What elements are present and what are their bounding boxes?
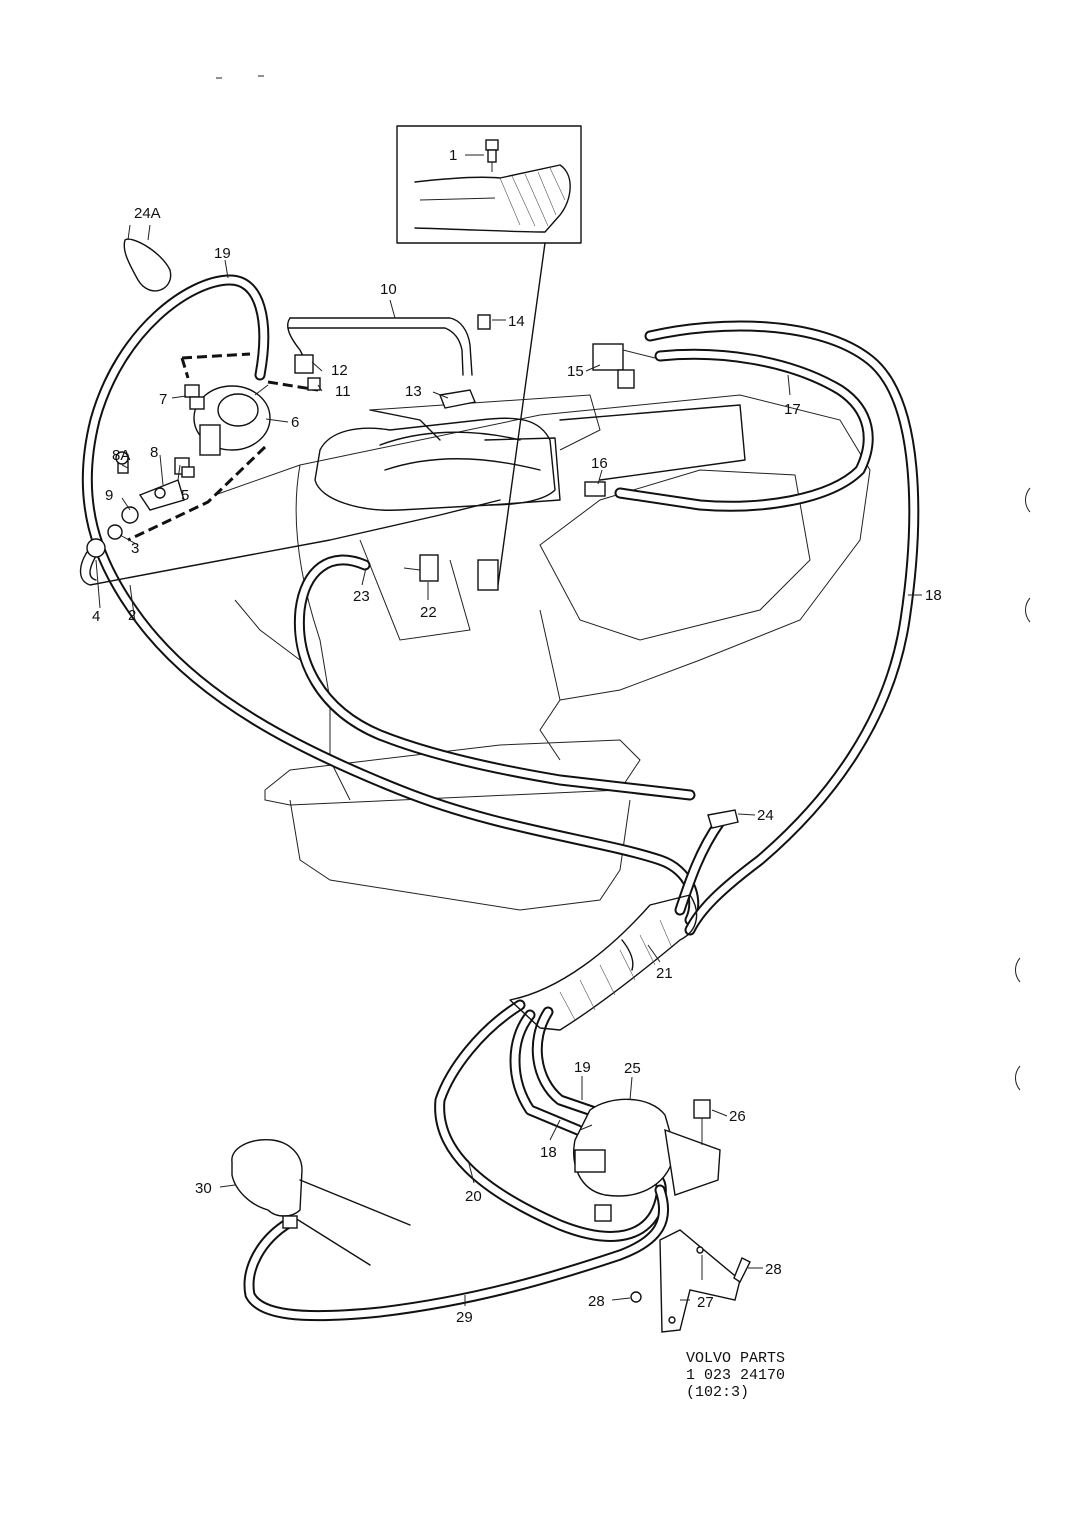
label-21: 21 [656, 965, 673, 982]
label-28-left: 28 [588, 1293, 605, 1310]
label-10: 10 [380, 281, 397, 298]
hoses [79, 274, 920, 1322]
bolt-26 [693, 1099, 711, 1119]
intake-part-30 [231, 1139, 411, 1266]
label-26: 26 [729, 1108, 746, 1125]
valve-assembly-part-25 [573, 1098, 721, 1222]
label-12: 12 [331, 362, 348, 379]
label-8: 8 [150, 444, 158, 461]
label-9: 9 [105, 487, 113, 504]
bracket-part-27 [630, 1229, 751, 1333]
label-11: 11 [335, 383, 351, 400]
fitting-7 [184, 384, 200, 398]
label-19-upper: 19 [214, 245, 231, 262]
label-27: 27 [697, 1294, 714, 1311]
bolt-14 [477, 314, 491, 330]
label-4: 4 [92, 608, 100, 625]
engine-block-outline [214, 394, 871, 911]
label-1: 1 [449, 147, 457, 164]
label-5: 5 [181, 487, 189, 504]
dashed-connection [127, 352, 319, 542]
sensor-part-15 [592, 343, 656, 389]
margin-marks [216, 75, 1031, 1091]
label-24: 24 [757, 807, 774, 824]
label-19-lower: 19 [574, 1059, 591, 1076]
footer-part-code: 1 023 24170 [686, 1367, 786, 1384]
label-22: 22 [420, 604, 437, 621]
label-17: 17 [784, 401, 801, 418]
label-13: 13 [405, 383, 422, 400]
label-18-upper: 18 [925, 587, 942, 604]
label-16: 16 [591, 455, 608, 472]
connector-16 [584, 481, 606, 497]
label-6: 6 [291, 414, 299, 431]
nut-3 [107, 524, 123, 540]
label-8a: 8A [112, 447, 130, 464]
footer-reference: (102:3) [686, 1384, 750, 1401]
label-15: 15 [567, 363, 584, 380]
intake-manifold [314, 404, 746, 511]
label-28-right: 28 [765, 1261, 782, 1278]
footer-brand: VOLVO PARTS [686, 1350, 786, 1367]
label-23: 23 [353, 588, 370, 605]
fittings [86, 224, 739, 829]
label-29: 29 [456, 1309, 473, 1326]
label-24a: 24A [134, 205, 161, 222]
label-3: 3 [131, 540, 139, 557]
sensor-part-1 [485, 139, 499, 172]
nut-12 [294, 354, 314, 374]
label-25: 25 [624, 1060, 641, 1077]
washer-13 [439, 389, 476, 409]
inset-leader-line [497, 242, 546, 586]
protective-sleeve [509, 894, 698, 1031]
pressure-regulator-part-6 [193, 384, 271, 456]
nut-11 [307, 377, 321, 391]
label-7: 7 [159, 391, 167, 408]
t-fitting-24 [707, 809, 739, 829]
label-20: 20 [465, 1188, 482, 1205]
label-18-lower: 18 [540, 1144, 557, 1161]
label-30: 30 [195, 1180, 212, 1197]
elbow-22 [419, 554, 439, 582]
screw-28b [733, 1257, 751, 1284]
label-14: 14 [508, 313, 525, 330]
leader-lines [95, 224, 922, 1306]
clamp-24a [123, 238, 172, 292]
label-2: 2 [128, 607, 136, 624]
inset-detail-box [396, 125, 582, 244]
clip-9 [121, 506, 139, 524]
part-labels: 1 2 3 4 5 6 7 8 8A 9 10 11 12 13 14 15 1… [92, 147, 942, 1326]
screw-28a [630, 1291, 642, 1303]
diagram-reference-footer: VOLVO PARTS 1 023 24170 (102:3) [686, 1350, 785, 1401]
nut-4 [86, 538, 106, 558]
